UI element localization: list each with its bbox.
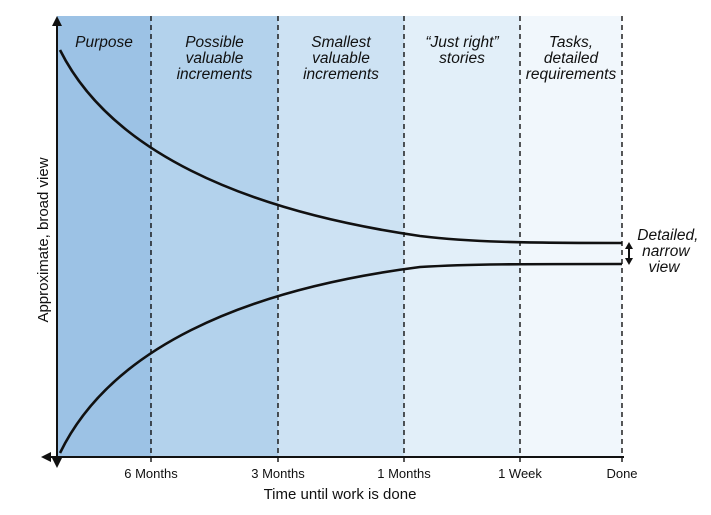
narrow-view-arrow-bottom xyxy=(625,258,633,265)
upper-curve xyxy=(58,49,623,245)
end-label: Detailed, narrow view xyxy=(637,227,703,276)
band-background-5 xyxy=(520,16,622,457)
tick-label-1: 6 Months xyxy=(124,466,178,481)
band-background-3 xyxy=(278,16,404,457)
tick-label-5: Done xyxy=(606,466,637,481)
x-axis-ticks: 6 Months 3 Months 1 Months 1 Week Done xyxy=(124,457,638,481)
lower-curve xyxy=(58,262,623,454)
band-label-1: Purpose xyxy=(75,34,133,51)
band-background-2 xyxy=(151,16,278,457)
y-axis-title: Approximate, broad view xyxy=(35,157,52,322)
tick-label-3: 1 Months xyxy=(377,466,431,481)
tick-label-2: 3 Months xyxy=(251,466,305,481)
band-dividers xyxy=(150,16,623,457)
y-axis-arrow-bottom xyxy=(52,458,62,468)
y-axis-arrow-top xyxy=(52,16,62,26)
x-axis-arrow-left xyxy=(41,452,51,462)
band-label-4: “Just right”stories xyxy=(425,34,499,67)
narrow-view-arrow-top xyxy=(625,242,633,249)
x-axis-title: Time until work is done xyxy=(264,486,417,503)
tick-label-4: 1 Week xyxy=(498,466,542,481)
band-background-1 xyxy=(57,16,151,457)
band-backgrounds xyxy=(57,16,622,457)
